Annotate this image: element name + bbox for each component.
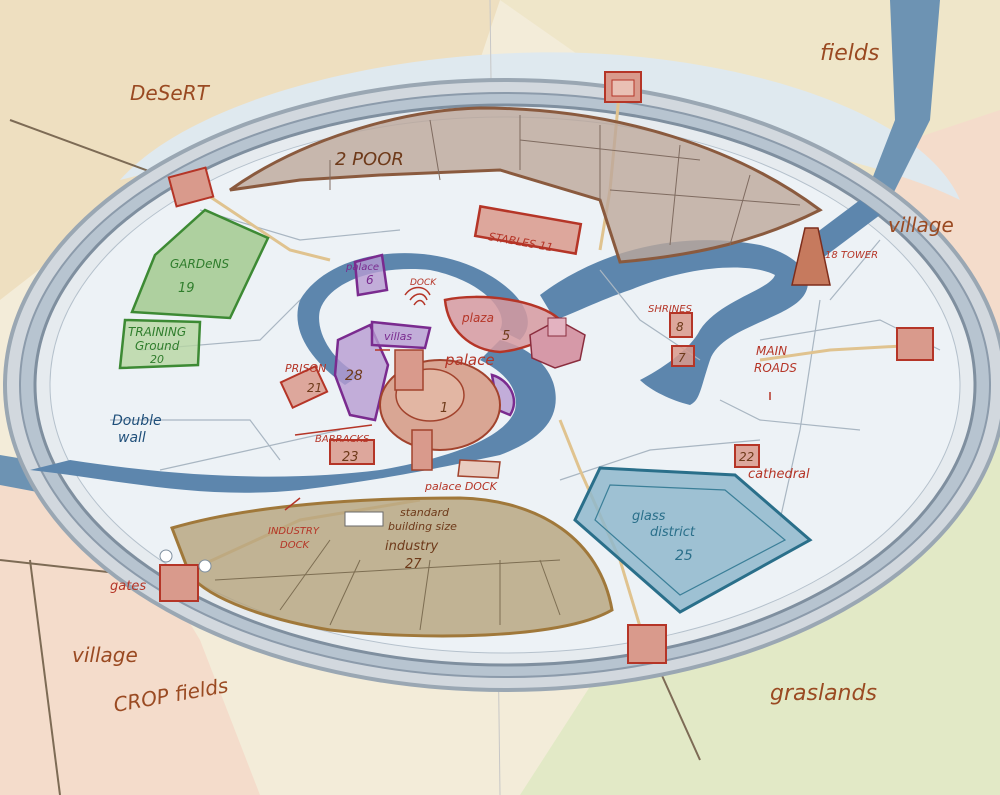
label-tower: 18 TOWER <box>825 250 878 261</box>
label-gardens-num: 19 <box>178 281 195 296</box>
road-outside-3 <box>654 659 701 761</box>
label-prison: PRISON <box>285 362 326 375</box>
gate-north-west <box>167 166 215 208</box>
label-shrines: SHRINES <box>648 304 693 315</box>
label-barracks-num: 23 <box>342 450 359 465</box>
label-training-2: Ground <box>135 339 180 353</box>
lake-terrain <box>120 52 960 200</box>
district-shrines-8 <box>669 312 693 338</box>
district-barracks <box>329 439 375 465</box>
district-shrines-7 <box>671 345 695 367</box>
tower-18 <box>791 227 831 286</box>
palace-tower <box>394 349 424 391</box>
label-glass-num: 25 <box>675 548 693 564</box>
label-plaza: plaza <box>461 311 494 325</box>
label-shrines-num-1: 8 <box>676 320 684 334</box>
district-villas-28 <box>333 323 390 422</box>
label-barracks: BARRACKS <box>315 434 370 445</box>
palace-dock-structure <box>457 459 501 479</box>
river-north-east <box>860 0 940 220</box>
label-poor: 2 POOR <box>335 149 404 170</box>
road-outside-6 <box>29 559 61 795</box>
label-plaza-num: 5 <box>502 329 510 344</box>
label-industry: industry <box>385 539 439 554</box>
gate-west <box>159 549 212 602</box>
gate-east <box>896 327 934 361</box>
label-palace-dock: palace DOCK <box>424 480 498 493</box>
industry-grid <box>214 539 561 631</box>
glass-inner <box>594 484 787 596</box>
label-desert: DeSeRT <box>130 81 211 105</box>
label-standard-1: standard <box>400 506 450 519</box>
district-glass <box>573 466 813 614</box>
label-gardens: GARDeNS <box>170 257 229 271</box>
district-industry <box>170 496 614 638</box>
district-prison <box>279 364 329 410</box>
label-industry-dock-1: INDUSTRY <box>268 526 320 537</box>
gate-south <box>627 624 667 664</box>
label-gates: gates <box>110 579 146 594</box>
label-glass-1: glass <box>632 509 666 524</box>
poor-grid <box>329 115 801 246</box>
label-double-wall-2: wall <box>118 430 146 446</box>
label-training-1: TRAINING <box>128 325 186 339</box>
label-shrines-num-2: 7 <box>678 351 686 365</box>
district-cathedral <box>734 444 760 468</box>
label-dock: DOCK <box>410 278 437 288</box>
label-palace-num: 1 <box>440 401 448 416</box>
label-village-west: village <box>72 643 138 667</box>
label-industry-num: 27 <box>405 557 422 572</box>
label-arrows <box>284 349 771 511</box>
label-industry-dock-2: DOCK <box>280 540 311 551</box>
label-double-wall-1: Double <box>112 413 162 429</box>
gate-north <box>604 71 642 103</box>
district-villas-top <box>370 320 432 350</box>
plaza-temple-top <box>547 317 567 337</box>
district-training-ground <box>118 318 202 370</box>
palace-gate-tower <box>411 429 433 471</box>
label-training-num: 20 <box>150 353 164 366</box>
district-stables <box>473 204 583 256</box>
label-village-east: village <box>888 213 954 237</box>
label-villas: villas <box>384 330 412 343</box>
label-glass-2: district <box>650 525 696 540</box>
label-villas-num: 28 <box>345 368 363 384</box>
canal-main <box>30 340 556 493</box>
canal-east <box>540 240 808 405</box>
dock-arcs <box>404 286 431 306</box>
label-main-roads-1: MAIN <box>756 344 787 358</box>
label-palace: palace <box>444 351 495 369</box>
label-cathedral-num: 22 <box>739 450 754 464</box>
label-grasslands: graslands <box>770 681 877 706</box>
label-fields: fields <box>820 41 879 66</box>
label-prison-num: 21 <box>307 381 322 395</box>
label-palace-6-num: 6 <box>366 273 374 287</box>
label-main-roads-2: ROADS <box>754 361 797 375</box>
label-cathedral: cathedral <box>748 467 810 482</box>
label-palace-6: palace <box>345 262 379 273</box>
village-west-terrain <box>0 470 260 795</box>
district-gardens <box>130 208 270 320</box>
district-palace-6 <box>353 253 389 297</box>
standard-building-sample <box>344 511 384 527</box>
label-standard-2: building size <box>388 520 457 533</box>
